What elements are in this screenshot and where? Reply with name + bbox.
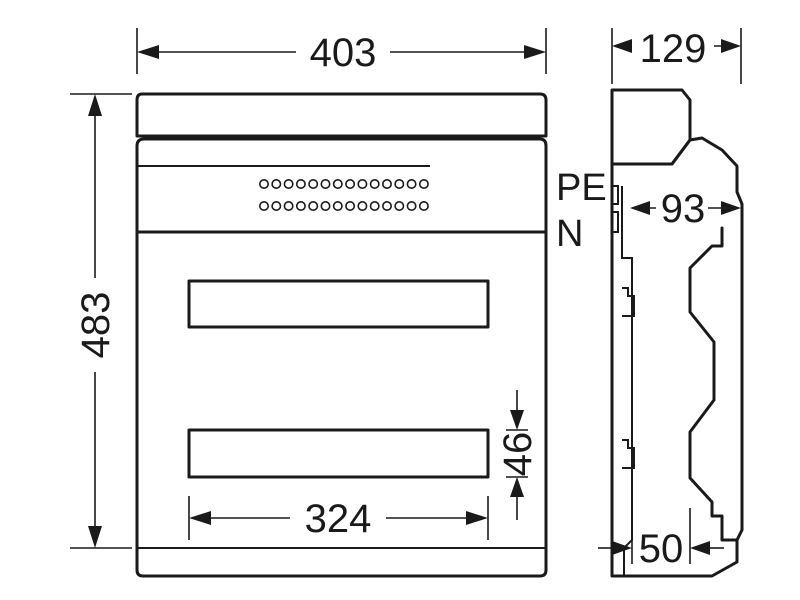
label-n: N bbox=[556, 213, 583, 255]
terminal-hole bbox=[357, 201, 368, 212]
dim-width-front: 403 bbox=[136, 28, 547, 75]
side-view bbox=[610, 88, 744, 578]
label-pe: PE bbox=[556, 167, 607, 209]
terminal-hole bbox=[271, 201, 282, 212]
terminal-hole bbox=[295, 201, 306, 212]
side-inner-wall bbox=[621, 186, 633, 576]
dim-rail-depth-label: 50 bbox=[639, 527, 684, 571]
terminal-hole bbox=[345, 179, 356, 190]
terminal-hole bbox=[258, 201, 269, 212]
terminal-hole bbox=[332, 201, 343, 212]
terminal-hole bbox=[369, 201, 380, 212]
terminal-hole bbox=[345, 201, 356, 212]
din-rail-window-upper bbox=[187, 279, 490, 329]
din-rail-profile bbox=[688, 226, 739, 542]
terminal-hole bbox=[406, 201, 417, 212]
dim-height: 483 bbox=[70, 93, 132, 549]
terminal-hole bbox=[258, 179, 269, 190]
pe-rail-clip bbox=[612, 185, 619, 205]
dim-rail-height: 46 bbox=[496, 390, 540, 520]
dim-inner-depth-label: 93 bbox=[661, 187, 706, 231]
side-lid-profile bbox=[610, 88, 692, 166]
terminal-hole bbox=[418, 201, 429, 212]
terminal-hole bbox=[320, 179, 331, 190]
din-rail-window-lower bbox=[187, 428, 490, 479]
terminal-hole bbox=[308, 201, 319, 212]
dim-rail-width-label: 324 bbox=[305, 497, 372, 541]
mounting-tab-upper bbox=[622, 287, 635, 317]
terminal-hole bbox=[295, 179, 306, 190]
terminal-hole bbox=[332, 179, 343, 190]
n-rail-clip bbox=[612, 211, 619, 233]
dim-width-front-label: 403 bbox=[310, 31, 377, 75]
dim-depth-side-label: 129 bbox=[640, 27, 707, 71]
dim-rail-height-label: 46 bbox=[496, 432, 540, 477]
terminal-holes bbox=[258, 179, 429, 212]
dim-rail-width: 324 bbox=[188, 496, 489, 541]
terminal-hole bbox=[381, 179, 392, 190]
terminal-hole bbox=[308, 179, 319, 190]
terminal-hole bbox=[369, 179, 380, 190]
terminal-hole bbox=[271, 179, 282, 190]
dim-rail-depth: 50 bbox=[598, 508, 724, 571]
side-body-profile bbox=[610, 136, 744, 578]
terminal-hole bbox=[381, 201, 392, 212]
dim-depth-side: 129 bbox=[611, 27, 742, 84]
terminal-hole bbox=[357, 179, 368, 190]
front-body bbox=[135, 137, 548, 578]
front-lid bbox=[135, 92, 548, 138]
terminal-hole bbox=[394, 201, 405, 212]
front-view bbox=[135, 92, 548, 578]
dim-inner-depth: 93 bbox=[630, 187, 741, 231]
terminal-hole bbox=[283, 179, 294, 190]
dim-height-label: 483 bbox=[74, 292, 118, 359]
terminal-hole bbox=[320, 201, 331, 212]
terminal-hole bbox=[394, 179, 405, 190]
mounting-tab-lower bbox=[622, 439, 635, 469]
terminal-hole bbox=[406, 179, 417, 190]
terminal-hole bbox=[283, 201, 294, 212]
terminal-hole bbox=[418, 179, 429, 190]
